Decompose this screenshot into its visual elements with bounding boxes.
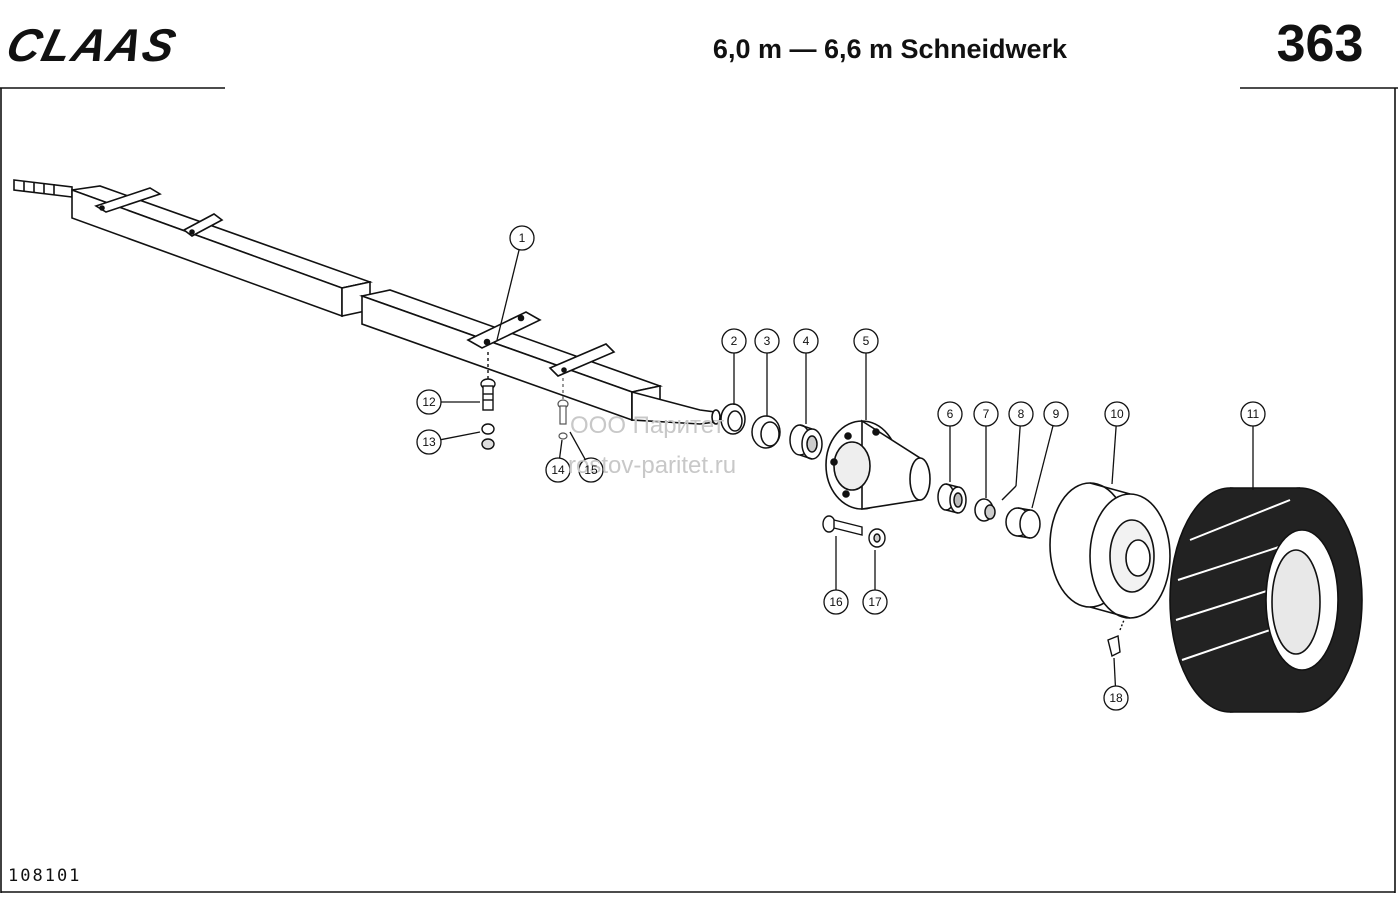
callout-leader-15 <box>569 431 586 460</box>
callout-circle-4 <box>793 328 819 354</box>
callout-circle-18 <box>1103 685 1129 711</box>
watermark-url: rostov-paritet.ru <box>568 452 737 479</box>
watermark-company: ООО Паритет <box>570 412 725 439</box>
page-number: 363 <box>1276 15 1364 73</box>
callout-label-6: 6 <box>946 407 954 421</box>
callout-leader-14 <box>558 439 563 459</box>
seal-ring-2 <box>720 403 746 435</box>
valve-18 <box>1107 619 1125 658</box>
callout-label-4: 4 <box>802 334 810 348</box>
tire-11 <box>1169 487 1363 713</box>
wheel-nut-17 <box>868 528 886 548</box>
callout-label-14: 14 <box>551 463 565 477</box>
bearing-4 <box>789 424 823 460</box>
document-number: 108101 <box>8 866 82 886</box>
callout-label-5: 5 <box>862 334 870 348</box>
wheel-bolt-16 <box>822 515 863 536</box>
callout-label-18: 18 <box>1109 691 1123 705</box>
callout-circle-6 <box>937 401 963 427</box>
callout-circle-11 <box>1240 401 1266 427</box>
callout-label-16: 16 <box>829 595 843 609</box>
callout-label-12: 12 <box>422 395 436 409</box>
callout-label-2: 2 <box>730 334 738 348</box>
page-title: 6,0 m — 6,6 m Schneidwerk <box>712 34 1068 64</box>
callout-leader-13 <box>440 431 481 441</box>
cotter-pin-8 <box>1001 485 1017 501</box>
callout-leader-10 <box>1111 425 1117 485</box>
callout-leader-18 <box>1113 657 1117 687</box>
callout-label-1: 1 <box>518 231 526 245</box>
callout-circle-10 <box>1104 401 1130 427</box>
callout-circle-7 <box>973 401 999 427</box>
callout-label-10: 10 <box>1110 407 1124 421</box>
callout-circle-14 <box>545 457 571 483</box>
callout-label-11: 11 <box>1246 407 1260 421</box>
callout-leader-9 <box>1031 425 1054 509</box>
bearing-race-3 <box>751 415 781 449</box>
callout-circle-12 <box>416 389 442 415</box>
bolt-12 <box>480 352 496 450</box>
callout-circle-15 <box>578 457 604 483</box>
bearing-6 <box>937 483 967 514</box>
callout-circle-16 <box>823 589 849 615</box>
callout-label-3: 3 <box>763 334 771 348</box>
callout-leader-1 <box>496 249 520 341</box>
callout-circle-2 <box>721 328 747 354</box>
callout-label-13: 13 <box>422 435 436 449</box>
callout-circle-9 <box>1043 401 1069 427</box>
callout-label-7: 7 <box>982 407 990 421</box>
bolt-14 <box>557 378 569 440</box>
wheel-rim-10 <box>1049 482 1171 619</box>
callout-circle-17 <box>862 589 888 615</box>
callout-label-9: 9 <box>1052 407 1060 421</box>
callout-label-17: 17 <box>868 595 882 609</box>
callout-leader-8 <box>1015 425 1021 487</box>
callout-circle-1 <box>509 225 535 251</box>
callout-label-15: 15 <box>584 463 598 477</box>
wheel-hub-5 <box>825 419 931 510</box>
callout-circle-5 <box>853 328 879 354</box>
callout-circle-8 <box>1008 401 1034 427</box>
hub-cap-9 <box>1005 507 1041 539</box>
callout-circle-3 <box>754 328 780 354</box>
page-frame <box>0 87 1398 893</box>
callout-label-8: 8 <box>1017 407 1025 421</box>
axle-beam <box>13 179 721 425</box>
castle-nut-7 <box>974 498 996 522</box>
callout-layer <box>416 225 1266 711</box>
callout-circle-13 <box>416 429 442 455</box>
